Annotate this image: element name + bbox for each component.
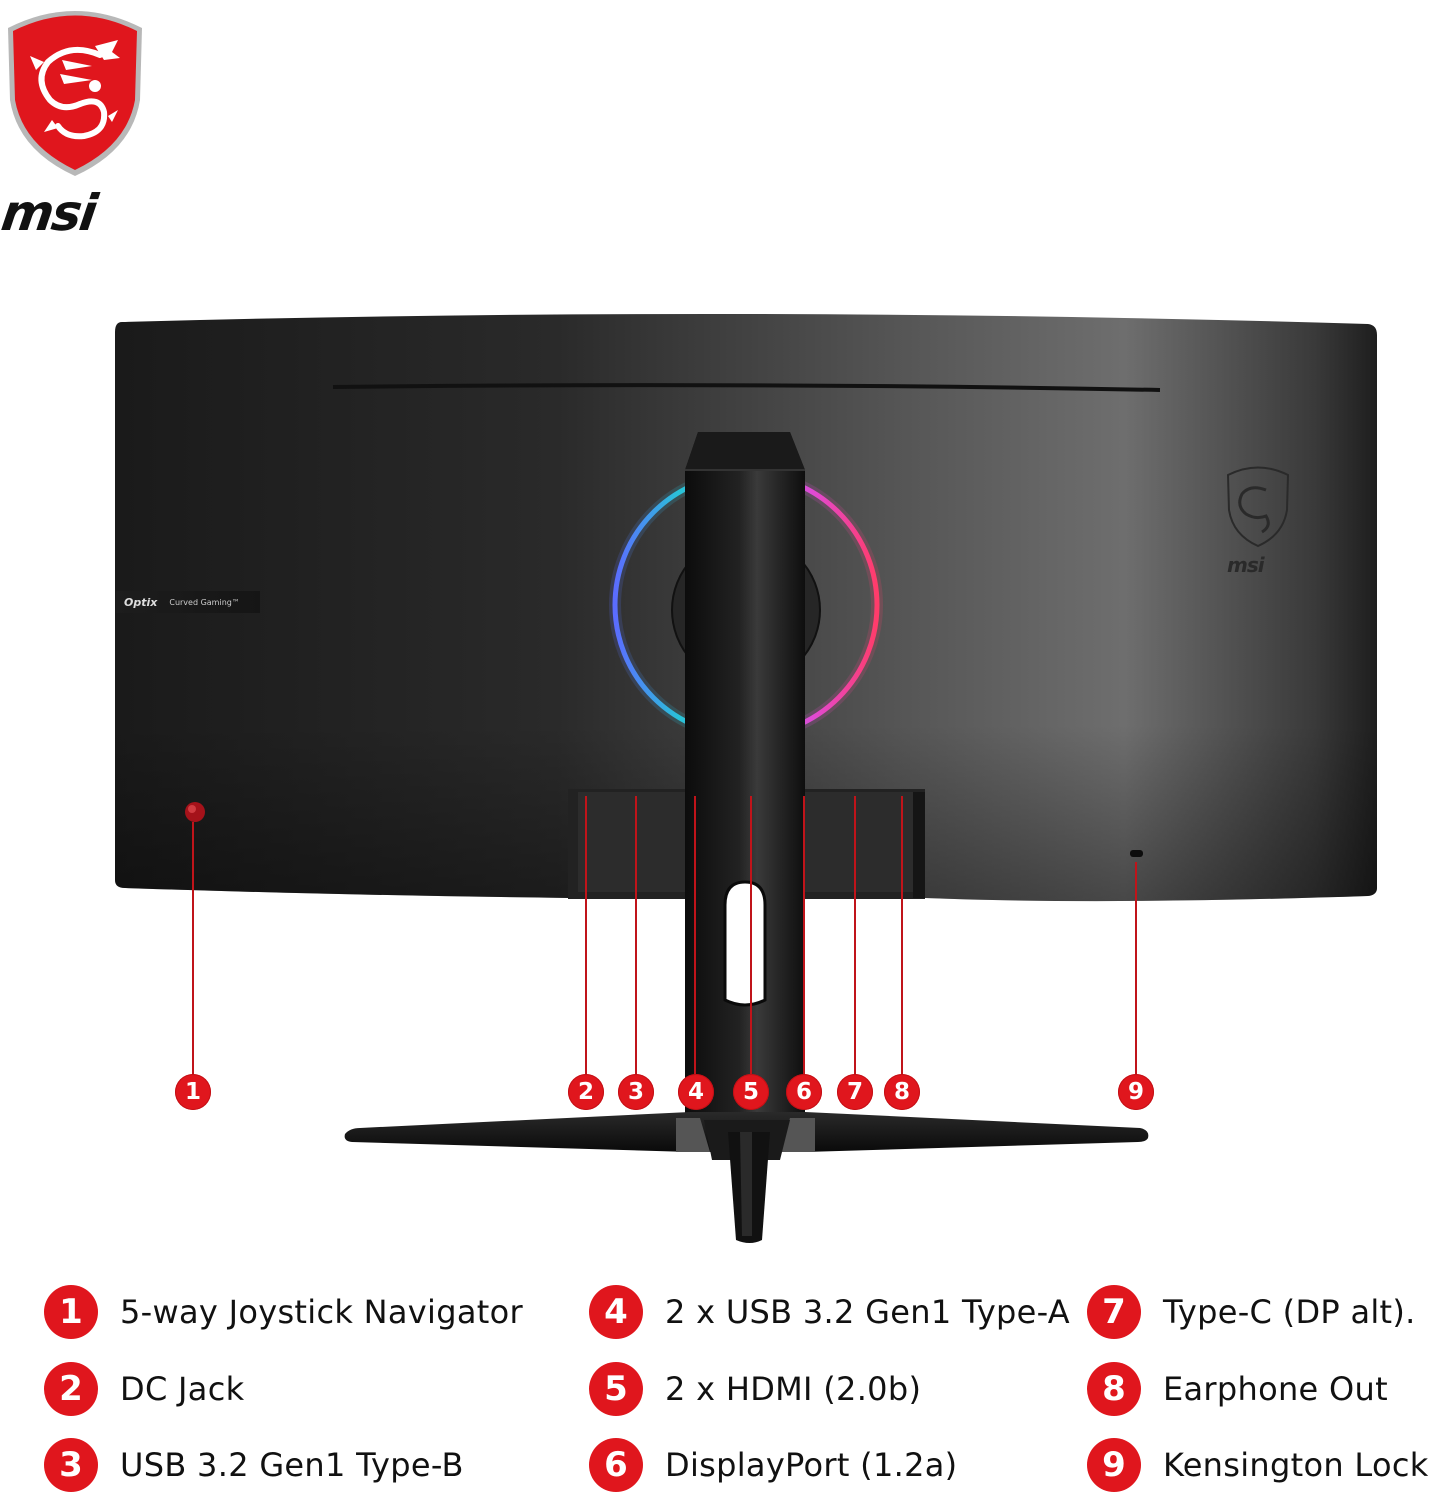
legend-badge: 1 bbox=[44, 1285, 98, 1339]
legend-item: 4 2 x USB 3.2 Gen1 Type-A bbox=[589, 1284, 1070, 1340]
callout-9: 9 bbox=[1118, 1074, 1154, 1110]
legend-item: 8 Earphone Out bbox=[1087, 1361, 1388, 1417]
callout-8: 8 bbox=[884, 1074, 920, 1110]
legend-item: 3 USB 3.2 Gen1 Type-B bbox=[44, 1437, 464, 1493]
legend-label: Kensington Lock bbox=[1163, 1446, 1429, 1484]
callout-7: 7 bbox=[837, 1074, 873, 1110]
legend-label: 2 x HDMI (2.0b) bbox=[665, 1370, 922, 1408]
legend-badge: 2 bbox=[44, 1362, 98, 1416]
legend-badge: 5 bbox=[589, 1362, 643, 1416]
legend-item: 2 DC Jack bbox=[44, 1361, 244, 1417]
back-msi-wordmark: msi bbox=[1227, 553, 1265, 577]
optix-series-badge: Optix Curved Gaming™ bbox=[116, 591, 260, 613]
legend-label: 5-way Joystick Navigator bbox=[120, 1293, 523, 1331]
callout-6: 6 bbox=[786, 1074, 822, 1110]
legend-label: Earphone Out bbox=[1163, 1370, 1388, 1408]
callout-3: 3 bbox=[618, 1074, 654, 1110]
legend-badge: 8 bbox=[1087, 1362, 1141, 1416]
legend-badge: 6 bbox=[589, 1438, 643, 1492]
legend-item: 5 2 x HDMI (2.0b) bbox=[589, 1361, 921, 1417]
legend-item: 6 DisplayPort (1.2a) bbox=[589, 1437, 957, 1493]
legend-badge: 7 bbox=[1087, 1285, 1141, 1339]
legend-label: 2 x USB 3.2 Gen1 Type-A bbox=[665, 1293, 1070, 1331]
callout-4: 4 bbox=[678, 1074, 714, 1110]
legend-label: DC Jack bbox=[120, 1370, 245, 1408]
legend-item: 9 Kensington Lock bbox=[1087, 1437, 1429, 1493]
legend-badge: 9 bbox=[1087, 1438, 1141, 1492]
msi-shield-logo bbox=[8, 11, 142, 176]
optix-brand-text: Optix bbox=[124, 595, 158, 609]
legend-item: 1 5-way Joystick Navigator bbox=[44, 1284, 523, 1340]
legend-label: Type-C (DP alt). bbox=[1163, 1293, 1416, 1331]
callout-2: 2 bbox=[568, 1074, 604, 1110]
legend-badge: 3 bbox=[44, 1438, 98, 1492]
callout-5: 5 bbox=[733, 1074, 769, 1110]
legend-label: DisplayPort (1.2a) bbox=[665, 1446, 958, 1484]
optix-subtitle-text: Curved Gaming™ bbox=[169, 597, 240, 607]
callout-1: 1 bbox=[175, 1074, 211, 1110]
legend-item: 7 Type-C (DP alt). bbox=[1087, 1284, 1416, 1340]
legend-badge: 4 bbox=[589, 1285, 643, 1339]
legend-label: USB 3.2 Gen1 Type-B bbox=[120, 1446, 464, 1484]
monitor-rear-illustration bbox=[115, 313, 1377, 1243]
port-legend: 1 5-way Joystick Navigator 2 DC Jack 3 U… bbox=[0, 1280, 1445, 1496]
